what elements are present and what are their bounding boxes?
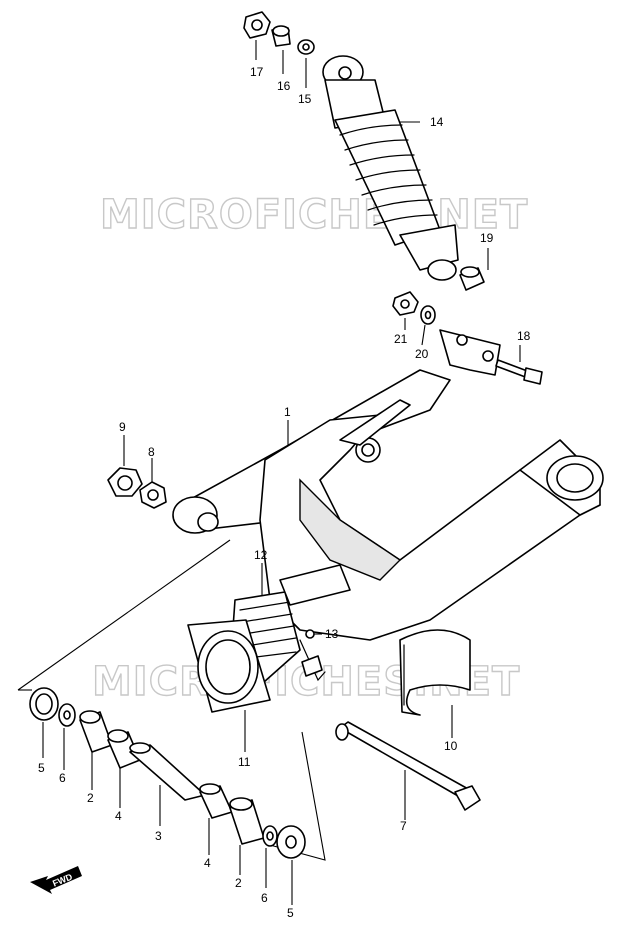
seal-5-right <box>276 825 306 859</box>
spacer-4-right <box>199 783 233 819</box>
spacer-16 <box>271 25 291 47</box>
bolt-18 <box>495 359 543 385</box>
callout-labels: 17 16 15 14 19 18 21 20 1 9 8 12 13 11 1… <box>38 65 531 920</box>
callout-4-left: 4 <box>115 809 122 823</box>
callout-11: 11 <box>238 755 251 769</box>
washer-20 <box>420 305 436 325</box>
shaft-3 <box>129 742 206 801</box>
nut-17 <box>243 11 271 39</box>
bearing-2-left <box>79 710 113 753</box>
flange-11 <box>187 619 271 713</box>
washer-6-left <box>58 703 76 727</box>
bushing-19 <box>459 266 485 291</box>
nut-21 <box>392 291 419 316</box>
shock-lower-bracket <box>439 329 501 376</box>
cap-9 <box>107 467 143 497</box>
callout-21: 21 <box>394 332 408 346</box>
watermark-top: MICROFICHES.NET <box>100 192 528 238</box>
fwd-direction-arrow: FWD <box>30 866 82 894</box>
callout-10: 10 <box>444 739 458 753</box>
callout-8: 8 <box>148 445 155 459</box>
callout-5-left: 5 <box>38 761 45 775</box>
washer-15 <box>297 39 315 55</box>
callout-18: 18 <box>517 329 531 343</box>
callout-5-right: 5 <box>287 906 294 920</box>
fwd-label: FWD <box>51 871 74 888</box>
callout-2-right: 2 <box>235 876 242 890</box>
callout-2-left: 2 <box>87 791 94 805</box>
callout-13: 13 <box>325 627 339 641</box>
callout-6-right: 6 <box>261 891 268 905</box>
leader-lines <box>42 40 521 905</box>
callout-15: 15 <box>298 92 312 106</box>
callout-20: 20 <box>415 347 429 361</box>
shock-absorber <box>322 55 459 281</box>
axle-7 <box>335 721 481 811</box>
bearing-2-right <box>229 797 265 845</box>
spacer-4-left <box>107 729 141 769</box>
callout-16: 16 <box>277 79 291 93</box>
callout-12: 12 <box>254 548 268 562</box>
callout-9: 9 <box>119 420 126 434</box>
callout-6-left: 6 <box>59 771 66 785</box>
nut-8 <box>139 481 167 509</box>
cover-10 <box>399 629 471 716</box>
frame-line-left <box>17 539 231 691</box>
callout-7: 7 <box>400 819 407 833</box>
washer-6-right <box>262 825 278 847</box>
callout-14: 14 <box>430 115 444 129</box>
clamp-13 <box>279 564 351 682</box>
callout-17: 17 <box>250 65 264 79</box>
seal-5-left <box>29 687 59 721</box>
callout-19: 19 <box>480 231 494 245</box>
callout-3: 3 <box>155 829 162 843</box>
callout-1: 1 <box>284 405 291 419</box>
callout-4-right: 4 <box>204 856 211 870</box>
